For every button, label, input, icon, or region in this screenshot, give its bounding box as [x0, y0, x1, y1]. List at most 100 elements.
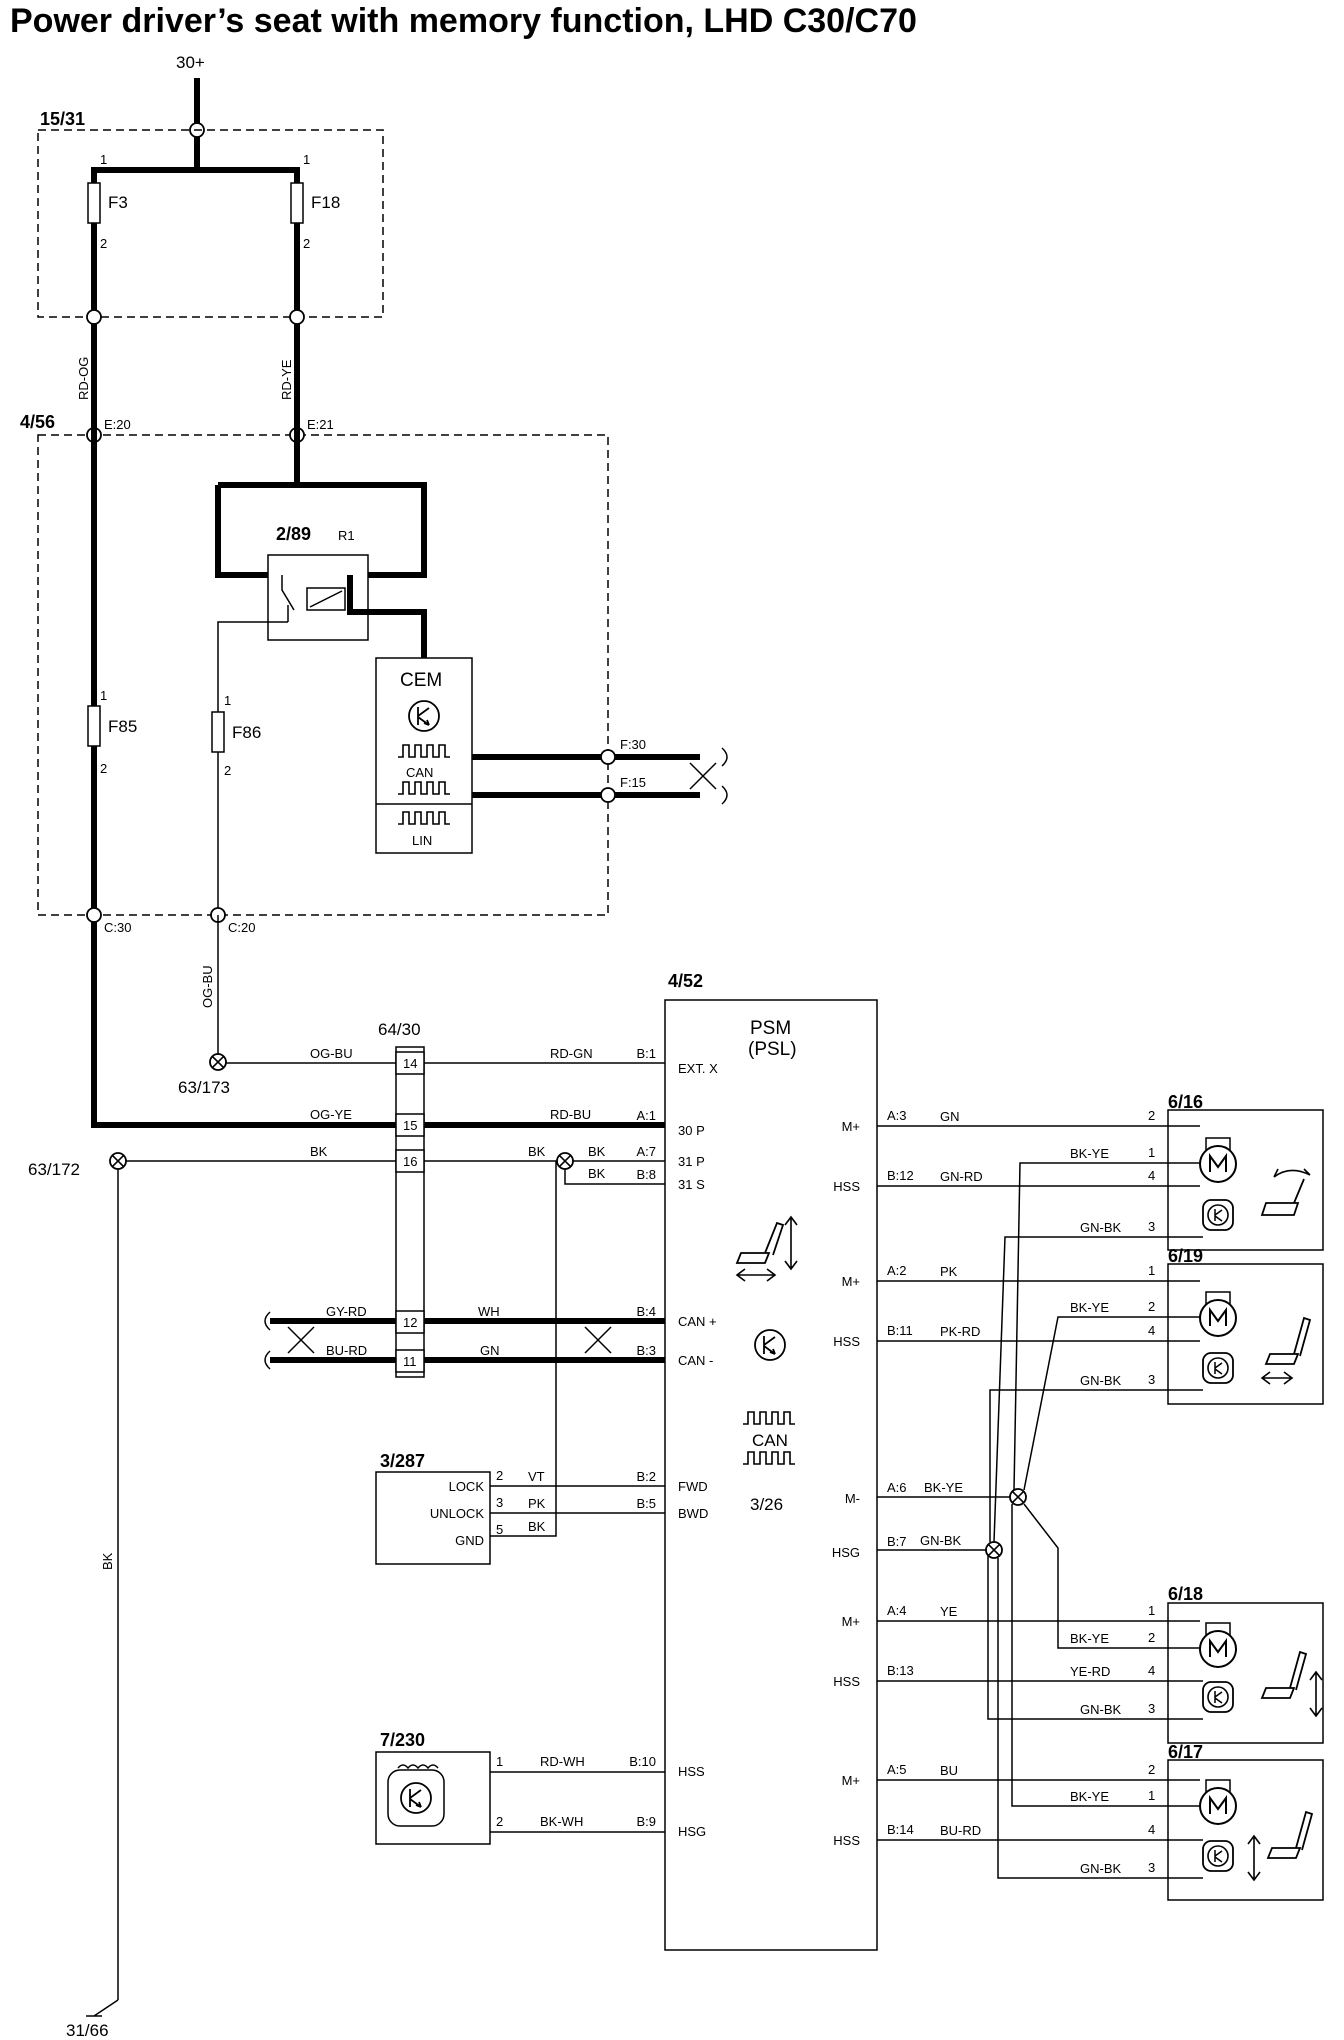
wire-label: RD-WH	[540, 1754, 585, 1769]
motor-leads	[1168, 1280, 1203, 1391]
motor-pin: 2	[1148, 1108, 1155, 1123]
relay-coil-line	[309, 590, 343, 608]
fuse-f18	[290, 182, 304, 224]
wire-label: BU	[940, 1763, 958, 1778]
pin-a6: A:6	[887, 1480, 907, 1495]
twisted-pair-icon	[584, 1326, 612, 1354]
motor-pin: 1	[1148, 1263, 1155, 1278]
motor-pin: 2	[1148, 1630, 1155, 1645]
switch-pin-unlock: UNLOCK	[430, 1506, 485, 1521]
ground-switch-icon	[86, 1999, 119, 2017]
twisted-pair-icon	[287, 1326, 315, 1354]
psm-left-pins: B:1 EXT. X A:1 30 P A:7 31 P B:8 31 S B:…	[629, 1046, 718, 1839]
pin-c20: C:20	[228, 920, 255, 935]
wire-label: BK	[528, 1144, 546, 1159]
ground-31-66: 31/66	[66, 2021, 109, 2040]
pin-hsg: HSG	[832, 1545, 860, 1560]
cem-label: CEM	[400, 670, 442, 691]
pin-bwd: BWD	[678, 1506, 708, 1521]
motor-6-18-box	[1167, 1602, 1324, 1744]
wire-label: BK-YE	[924, 1480, 963, 1495]
pin-m-plus: M+	[842, 1773, 860, 1788]
sensor-coil-icon	[397, 1764, 439, 1770]
pin-f15: F:15	[620, 775, 646, 790]
pin-31s: 31 S	[678, 1177, 705, 1192]
pin-m-minus: M-	[845, 1491, 860, 1506]
pin-30p: 30 P	[678, 1123, 705, 1138]
pin-b12: B:12	[887, 1168, 914, 1183]
pin-label: 2	[303, 236, 310, 251]
fuse-f85	[87, 705, 101, 747]
motor-6-19: 6/19 1 2 4 3	[1148, 1246, 1324, 1405]
wire-label: YE-RD	[1070, 1664, 1110, 1679]
fusebox-15-31-boundary	[37, 129, 384, 318]
motor-leads	[1168, 1620, 1203, 1720]
pin-label: 2	[496, 1814, 503, 1829]
pin-label: 2	[224, 763, 231, 778]
psm-label: PSM	[750, 1018, 791, 1039]
motor-pin: 2	[1148, 1762, 1155, 1777]
motor-pin: 4	[1148, 1663, 1155, 1678]
wire-relay-cem	[347, 575, 427, 658]
wire-label: BU-RD	[940, 1823, 981, 1838]
node	[289, 309, 305, 325]
motor-pin: 4	[1148, 1822, 1155, 1837]
motor-6-18: 6/18 1 2 4 3	[1148, 1584, 1324, 1744]
motor-6-17-box	[1167, 1759, 1324, 1901]
fuse-f3	[87, 182, 101, 224]
wire-bk-ye-6-17	[1011, 1504, 1168, 1807]
wire-label: BK-YE	[1070, 1631, 1109, 1646]
wire-label: GN	[480, 1343, 500, 1358]
motor-ref: 6/17	[1168, 1742, 1203, 1762]
motor-6-16-box	[1167, 1109, 1324, 1251]
wire-label: BK-YE	[1070, 1789, 1109, 1804]
wire-label: GN-RD	[940, 1169, 983, 1184]
wire-gn-bk-6-16	[993, 1236, 1168, 1543]
wire-label: GN	[940, 1109, 960, 1124]
wire-label: RD-GN	[550, 1046, 593, 1061]
node-f15	[600, 787, 616, 803]
wire-label-rd-ye: RD-YE	[279, 359, 294, 400]
node	[86, 309, 102, 325]
twisted-pair-icon	[689, 762, 717, 790]
motor-ref: 6/18	[1168, 1584, 1203, 1604]
pin-number: 5	[496, 1522, 503, 1537]
wire-gn-bk-6-19	[989, 1389, 1168, 1542]
seat-tilt-icon	[1260, 1168, 1311, 1216]
wire-gn-bk-6-17	[997, 1558, 1168, 1879]
seat-adjust-icon	[735, 1215, 798, 1282]
ref-4-56: 4/56	[20, 412, 55, 432]
wire-relay-loop	[215, 360, 427, 578]
connector-pin-12: 12	[403, 1315, 417, 1330]
fuse-f86-label: F86	[232, 723, 261, 742]
ground-point-63-172: 63/172	[28, 1160, 80, 1179]
motor-pin: 1	[1148, 1145, 1155, 1160]
motor-pin: 2	[1148, 1299, 1155, 1314]
pin-b10: B:10	[629, 1754, 656, 1769]
connector-pin-14: 14	[403, 1056, 417, 1071]
pin-b2: B:2	[636, 1469, 656, 1484]
motor-pin: 1	[1148, 1788, 1155, 1803]
pin-can-plus: CAN +	[678, 1314, 717, 1329]
splice-icon	[556, 1152, 574, 1170]
hall-sensor-icon	[1202, 1681, 1234, 1713]
wire-label: GN-BK	[920, 1533, 962, 1548]
psm-right-pins: M+ A:3 HSS B:12 M+ A:2 HSS B:11 M- A:6 H…	[832, 1108, 914, 1848]
relay-label: R1	[338, 528, 355, 543]
motor-leads	[1168, 1779, 1203, 1879]
pin-c30: C:30	[104, 920, 131, 935]
fuse-f18-label: F18	[311, 193, 340, 212]
pin-label: 1	[100, 688, 107, 703]
pin-b4: B:4	[636, 1304, 656, 1319]
ground-point-icon	[209, 1053, 227, 1071]
wire-label: GY-RD	[326, 1304, 367, 1319]
psm-id: 3/26	[750, 1495, 783, 1514]
transistor-icon	[408, 700, 440, 732]
fuse-f3-label: F3	[108, 193, 128, 212]
wire-label: GN-BK	[1080, 1861, 1122, 1876]
seat-recline-icon	[1260, 1316, 1312, 1385]
pin-b1: B:1	[636, 1046, 656, 1061]
pin-a3: A:3	[887, 1108, 907, 1123]
pin-hss: HSS	[678, 1764, 705, 1779]
pin-label: 1	[224, 693, 231, 708]
